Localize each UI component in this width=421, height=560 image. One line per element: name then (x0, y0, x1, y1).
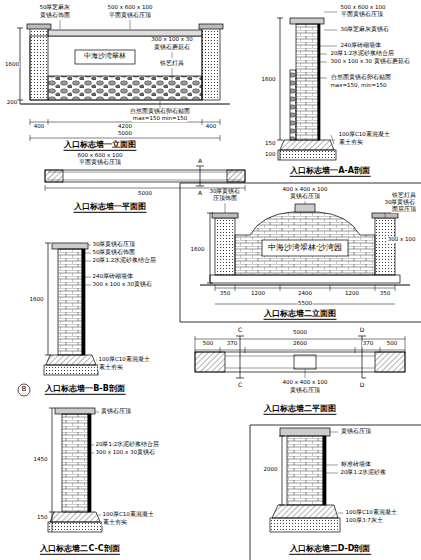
annotation-label: 150 (37, 515, 49, 521)
drawing-title: 入口标志墙一B-B剖面 (45, 385, 126, 395)
annotation-label: 30厚芝麻灰黄锈石 (340, 27, 390, 33)
drawing-title: 入口标志墙二D-D剖面 (289, 545, 371, 555)
annotation-label: 2400 (298, 291, 313, 297)
annotation-label: D (359, 382, 365, 388)
annotation-label: 30厚黄锈石 (384, 200, 416, 206)
annotation-label: 20厚1:2水泥砂浆结合层 (330, 51, 395, 57)
annotation-label: A (197, 158, 202, 164)
drawing-title: 入口标志墙二立面图 (264, 310, 337, 320)
annotation-label: 1450 (33, 457, 48, 463)
annotation-label: 1600 (261, 77, 276, 83)
annotation-label: 30厚黄锈石压顶 (92, 242, 136, 248)
annotation-label: 300 x 100 x 30 黄锈石蘑菇石 (330, 59, 410, 65)
annotation-label: 自然面黄锈石卵石贴面 (130, 109, 191, 115)
annotation-label: 50厚芝麻灰 (39, 5, 71, 11)
annotation-label: 黄锈石压顶 (290, 194, 321, 200)
annotation-label: 铁艺灯具 (391, 193, 416, 199)
annotation-label: 黄锈石饰面 (40, 13, 71, 19)
annotation-label: 240厚砖砌墙体 (92, 274, 134, 280)
annotation-label: 2600 (293, 341, 308, 347)
annotation-label: 黄锈石蘑菇石 (154, 45, 191, 51)
annotation-label: 300 x 100 x 30黄锈石 (95, 450, 156, 456)
annotation-label: 100厚C10素混凝土 (345, 510, 397, 516)
annotation-label: 素土夯实 (338, 140, 363, 146)
drawing-title: 入口标志墙一平面图 (74, 203, 147, 213)
annotation-label: 5000 (118, 131, 133, 137)
annotation-label: max=150, min=150 (330, 83, 387, 89)
annotation-label: 平面黄锈石压顶 (340, 12, 383, 18)
annotation-label: 500 (202, 341, 214, 347)
annotation-label: 240厚砖砌墙体 (340, 43, 382, 49)
annotation-label: 1600 (190, 247, 205, 253)
annotation-label: 黄锈石压顶 (100, 409, 131, 415)
annotation-label: 素土夯实 (102, 520, 127, 526)
annotation-label: 20厚1:2水泥砂浆结合层 (92, 258, 157, 264)
annotation-label: 平面黄锈石压顶 (79, 160, 122, 166)
annotation-label: 中海沙湾翠林·沙湾园 (267, 244, 343, 252)
annotation-label: 100厚C10素混凝土 (102, 512, 154, 518)
annotation-label: 350 (379, 291, 391, 297)
annotation-label: 400 (33, 124, 45, 130)
annotation-label: 4200 (118, 124, 133, 130)
annotation-label: 铁艺灯具 (160, 61, 185, 67)
annotation-label: 黄锈石压顶 (340, 429, 371, 435)
drawing-title: 入口标志墙一A-A剖面 (290, 167, 371, 177)
annotation-label: 100厚C10素混凝土 (338, 132, 390, 138)
annotation-label: D (359, 327, 365, 333)
annotation-label: 1200 (345, 291, 360, 297)
annotation-label: 30厚黄锈石 (209, 189, 241, 195)
annotation-label: 5000 (293, 330, 308, 336)
annotation-label: 300 x 100 x 30黄锈石 (92, 282, 153, 288)
annotation-label: 20厚1:2水泥砂浆 (340, 470, 387, 476)
annotation-label: 300 x 100 x 30 (151, 37, 194, 43)
annotation-label: 370 (226, 341, 238, 347)
annotation-label: 20厚1:2水泥砂浆结合层 (95, 442, 160, 448)
annotation-label: 1600 (5, 62, 20, 68)
annotation-label: C (237, 327, 242, 333)
annotation-label: 300 x 100 (387, 237, 416, 243)
annotation-label: 350 (219, 291, 231, 297)
annotation-label: 370 (362, 341, 374, 347)
drawing-title: 入口标志墙二平面图 (264, 405, 337, 415)
annotation-label: 500 x 600 x 100 (340, 5, 386, 11)
annotation-label: 600 x 600 x 100 (77, 153, 123, 159)
annotation-label: 400 x 400 x 100 (282, 380, 328, 386)
annotation-label: 400 x 400 x 100 (282, 187, 328, 193)
annotation-label: 100 (265, 152, 277, 158)
annotation-label: 100厚C10素混凝土 (98, 357, 150, 363)
annotation-label: 2000 (263, 467, 278, 473)
annotation-label: 5500 (298, 301, 313, 307)
annotation-label: C (237, 382, 242, 388)
annotation-label: 500 x 600 x 100 (107, 5, 153, 11)
annotation-label: 200 (6, 100, 18, 106)
annotation-label: 平面黄锈石压顶 (109, 13, 152, 19)
annotation-label: A (197, 190, 202, 196)
annotation-label: max=150 min=150 (132, 116, 187, 122)
drawing-title: 入口标志墙一立面图 (64, 141, 137, 151)
annotation-label: 100厚3:7灰土 (345, 518, 383, 524)
annotation-label: 5000 (138, 191, 153, 197)
annotation-label: 400 (205, 124, 217, 130)
annotation-label: 自然面黄锈石卵石贴面 (330, 75, 391, 81)
annotation-label: 素土夯实 (98, 365, 123, 371)
annotation-label: B (21, 386, 27, 393)
annotation-label: 黄锈石压顶 (290, 388, 321, 394)
annotation-label: 标准砖墙体 (340, 462, 371, 468)
annotation-label: 面层压顶 (391, 207, 416, 213)
drawing-title: 入口标志墙二C-C剖面 (40, 545, 120, 555)
annotation-label: 1600 (29, 297, 44, 303)
annotation-label: 压顶饰面 (213, 196, 238, 202)
annotation-label: 50厚黄锈石饰面 (92, 250, 136, 256)
annotation-label: 150 (265, 141, 277, 147)
annotation-label: 1200 (251, 291, 266, 297)
annotation-label: 500 (386, 341, 398, 347)
annotation-label: 中海沙湾翠林 (84, 53, 127, 60)
